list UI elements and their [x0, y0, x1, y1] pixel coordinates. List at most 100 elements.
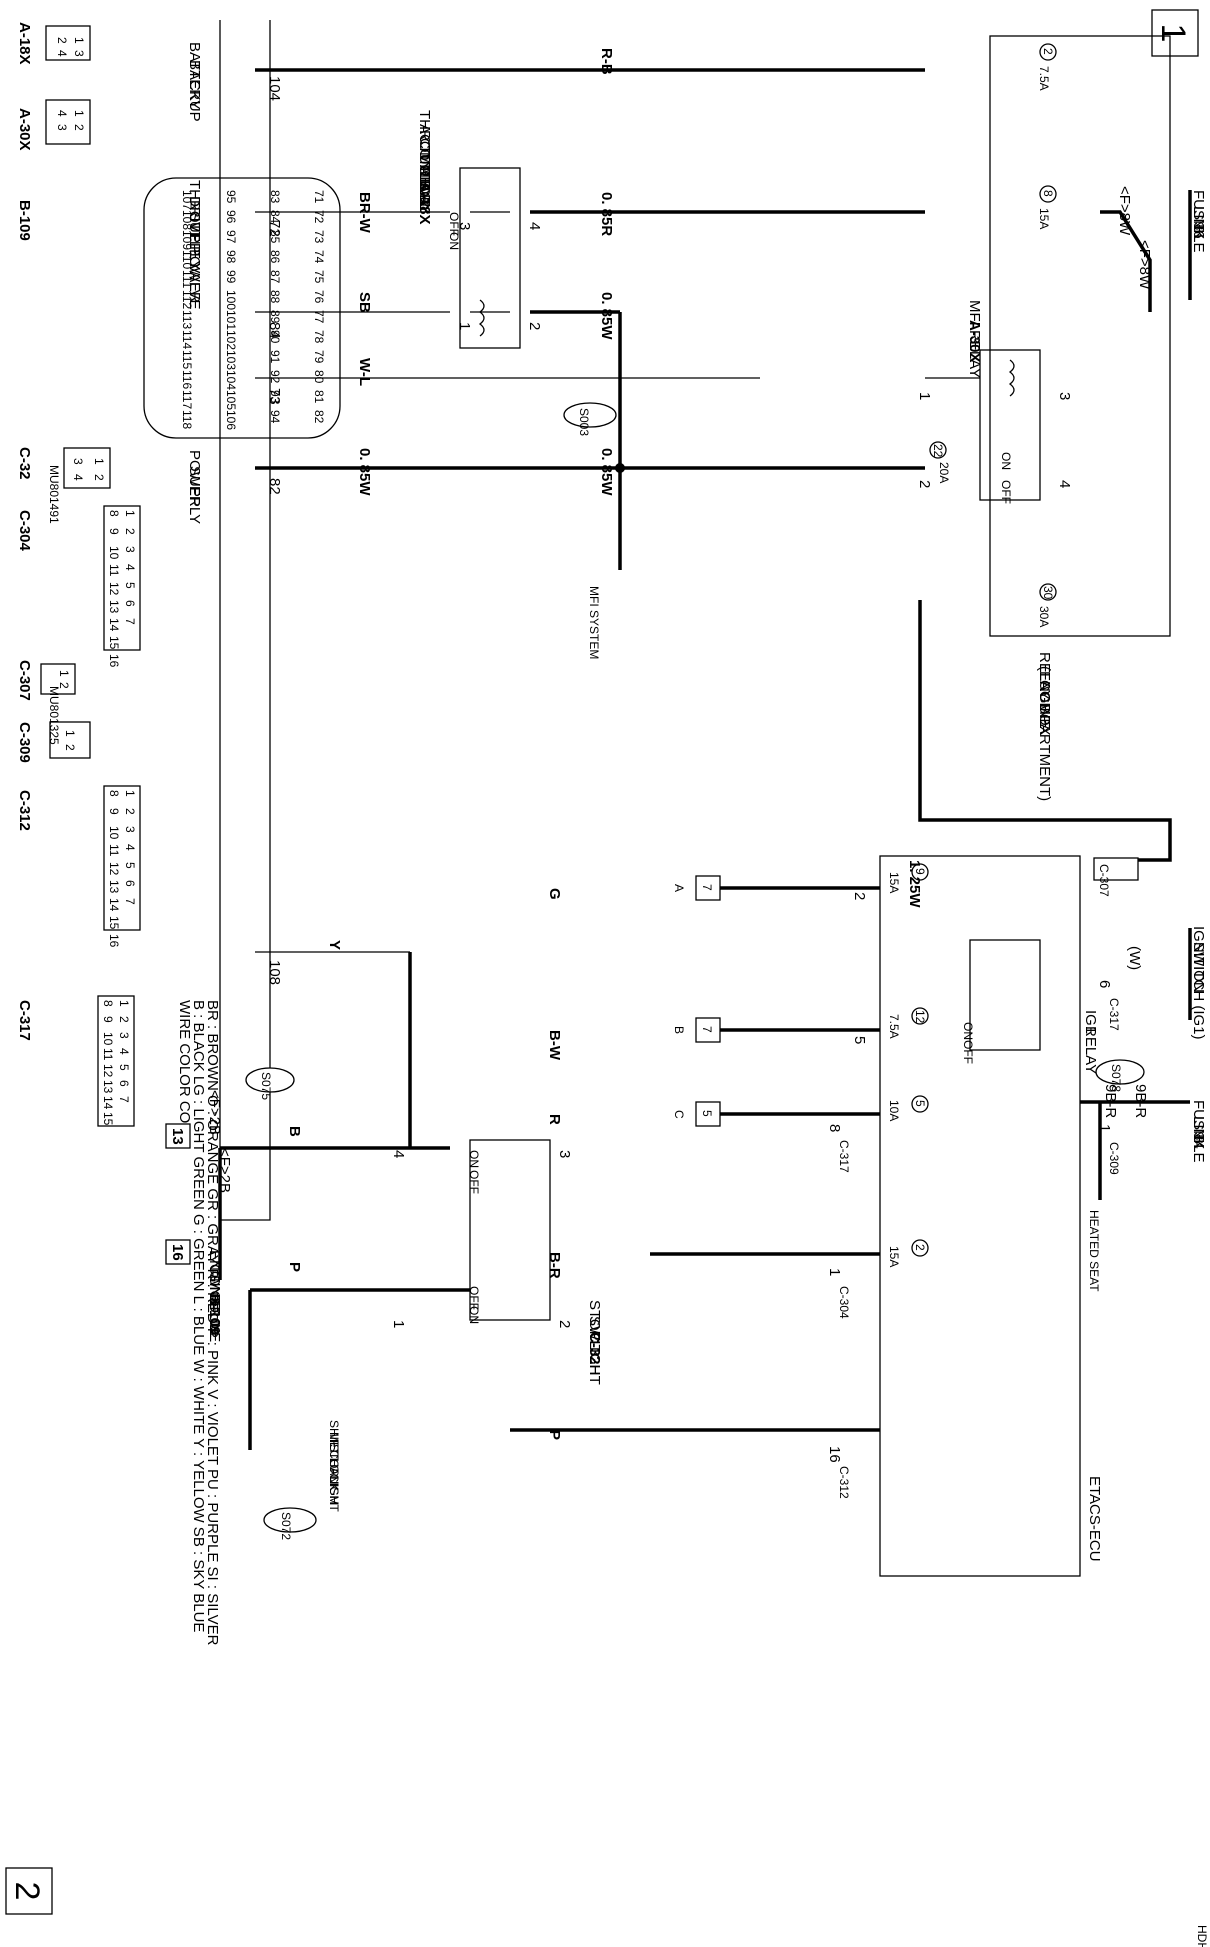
b109-pin: 78 — [312, 330, 326, 344]
svg-text:COMPARTMENT): COMPARTMENT) — [1036, 680, 1053, 801]
svg-text:ON: ON — [961, 1022, 975, 1040]
fusible-link-34: FUSIBLE LINK 34 9B-R 9B-R — [1102, 1084, 1207, 1163]
svg-text:MFI RELAY: MFI RELAY — [966, 300, 983, 378]
svg-text:9: 9 — [913, 868, 927, 875]
c317-pin: 9 — [101, 1016, 115, 1023]
svg-text:S003: S003 — [577, 408, 591, 436]
b109-pin: 114 — [180, 330, 194, 349]
c317-pin: 1 — [117, 1000, 131, 1007]
svg-text:1. 25W: 1. 25W — [906, 860, 923, 908]
a30x-label: A-30X — [16, 108, 33, 151]
b109-pin: 86 — [268, 250, 282, 264]
c32-label: C-32 — [16, 447, 33, 480]
ecm-internal-blocks: BATTERY BACKUP THROTTLE VALVE DRIVE POWE… — [186, 42, 203, 524]
svg-text:P: P — [286, 1262, 303, 1272]
c312-pin: 6 — [123, 880, 137, 887]
ground-13: 13 — [165, 1123, 191, 1149]
b109-pin: 117 — [180, 390, 194, 409]
svg-text:2: 2 — [913, 1244, 927, 1251]
svg-text:3: 3 — [456, 222, 473, 230]
c312-pin: 11 — [107, 844, 121, 857]
c304-pin: 11 — [107, 564, 121, 577]
c312-pin: 4 — [123, 844, 137, 851]
svg-text:MOTOR: MOTOR — [416, 152, 433, 208]
svg-text:ON: ON — [467, 1306, 481, 1324]
c304-label: C-304 — [16, 510, 33, 552]
etacs-ecu: ETACS-ECU 9 15A 12 7.5A 5 10A 2 15A IG1 … — [826, 855, 1139, 1577]
c312-pin: 13 — [107, 880, 121, 894]
svg-text:1: 1 — [72, 37, 86, 44]
svg-text:OFF: OFF — [961, 1040, 975, 1064]
b109-pin: 100 — [224, 290, 238, 310]
a18x-label: A-18X — [16, 22, 33, 65]
svg-text:C-307: C-307 — [1097, 864, 1111, 897]
svg-text:FUSIBLE: FUSIBLE — [1190, 190, 1207, 253]
c317-pin: 15 — [101, 1112, 115, 1126]
svg-text:R-B: R-B — [598, 48, 615, 75]
svg-text:2: 2 — [8, 1882, 46, 1901]
b109-label: B-109 — [16, 200, 33, 241]
fuse-22-relaybox: 22 20A — [929, 441, 951, 483]
c312-pin: 9 — [107, 808, 121, 815]
svg-text:1: 1 — [456, 322, 473, 330]
svg-text:B: B — [672, 1026, 686, 1034]
svg-text:3: 3 — [556, 1150, 573, 1158]
ecm-wires — [255, 68, 925, 1148]
svg-text:C-304: C-304 — [837, 1286, 851, 1319]
svg-text:4: 4 — [390, 1150, 407, 1158]
svg-text:C-32: C-32 — [586, 1332, 603, 1365]
engine-control-module: ENGINE CONTROL MODULE B-109 — [206, 20, 271, 1342]
svg-text:1: 1 — [916, 392, 933, 400]
c312-pin: 15 — [107, 916, 121, 930]
svg-text:SB: SB — [356, 292, 373, 313]
svg-text:15A: 15A — [1037, 208, 1051, 229]
c304-pin: 10 — [107, 546, 121, 560]
svg-text:22: 22 — [931, 444, 945, 458]
c317-pin: 4 — [117, 1048, 131, 1055]
svg-text:LINK: LINK — [1190, 1116, 1207, 1149]
b109-pin: 106 — [224, 410, 238, 430]
b109-pin: 76 — [312, 290, 326, 304]
svg-text:108: 108 — [266, 960, 283, 985]
svg-text:8: 8 — [826, 1124, 843, 1132]
svg-text:OFF: OFF — [467, 1170, 481, 1194]
c317-label: C-317 — [16, 1000, 33, 1041]
svg-text:34: 34 — [1190, 1132, 1207, 1149]
throttle-supply-2: DRIVE POWER — [186, 196, 203, 303]
svg-text:B-W: B-W — [546, 1030, 563, 1061]
stoplight-wires — [218, 1146, 470, 1450]
wire-labels: R-B 0. 85R BR-W 0. 85W SB W-L 0. 85W 0. … — [206, 48, 923, 1440]
page-ref-3: 5 C — [672, 1101, 721, 1127]
svg-text:ON: ON — [447, 232, 461, 250]
c312-pin: 12 — [107, 862, 121, 876]
etacs-wires — [510, 886, 1190, 1432]
b109-pin: 83 — [268, 190, 282, 204]
relay-box: RELAY BOX (ENGINE COMPARTMENT) 2 7.5A 8 … — [929, 35, 1171, 801]
ecm-name-2: CONTROL — [206, 1264, 223, 1337]
svg-text:20A: 20A — [937, 462, 951, 483]
splice-s075: S075 — [245, 1067, 295, 1100]
fuse-2-etacs: 2 15A — [887, 1239, 929, 1267]
battery-backup-1: BATTERY — [186, 42, 203, 110]
svg-text:S078: S078 — [1109, 1064, 1123, 1092]
fuse-30-relaybox: 30 30A — [1037, 583, 1057, 627]
b109-pin: 99 — [224, 270, 238, 284]
svg-text:1: 1 — [92, 458, 106, 465]
b109-pin: 94 — [268, 410, 282, 424]
c307-label: C-307 — [16, 660, 33, 701]
b109-pin: 98 — [224, 250, 238, 264]
svg-text:(W): (W) — [1126, 946, 1143, 970]
c312-pin: 8 — [107, 790, 121, 797]
svg-text:2: 2 — [526, 322, 543, 330]
svg-text:0. 85W: 0. 85W — [598, 448, 615, 496]
c317-pin: 12 — [101, 1064, 115, 1078]
svg-text:B : BLACK LG : LIGHT GREEN: B : BLACK LG : LIGHT GREEN G : GREEN L :… — [190, 1000, 207, 1632]
svg-text:7.5A: 7.5A — [887, 1014, 901, 1039]
b109-pin: 118 — [180, 410, 194, 429]
svg-text:S072: S072 — [279, 1512, 293, 1540]
c304-pin: 5 — [123, 582, 137, 589]
b109-pin: 79 — [312, 350, 326, 364]
